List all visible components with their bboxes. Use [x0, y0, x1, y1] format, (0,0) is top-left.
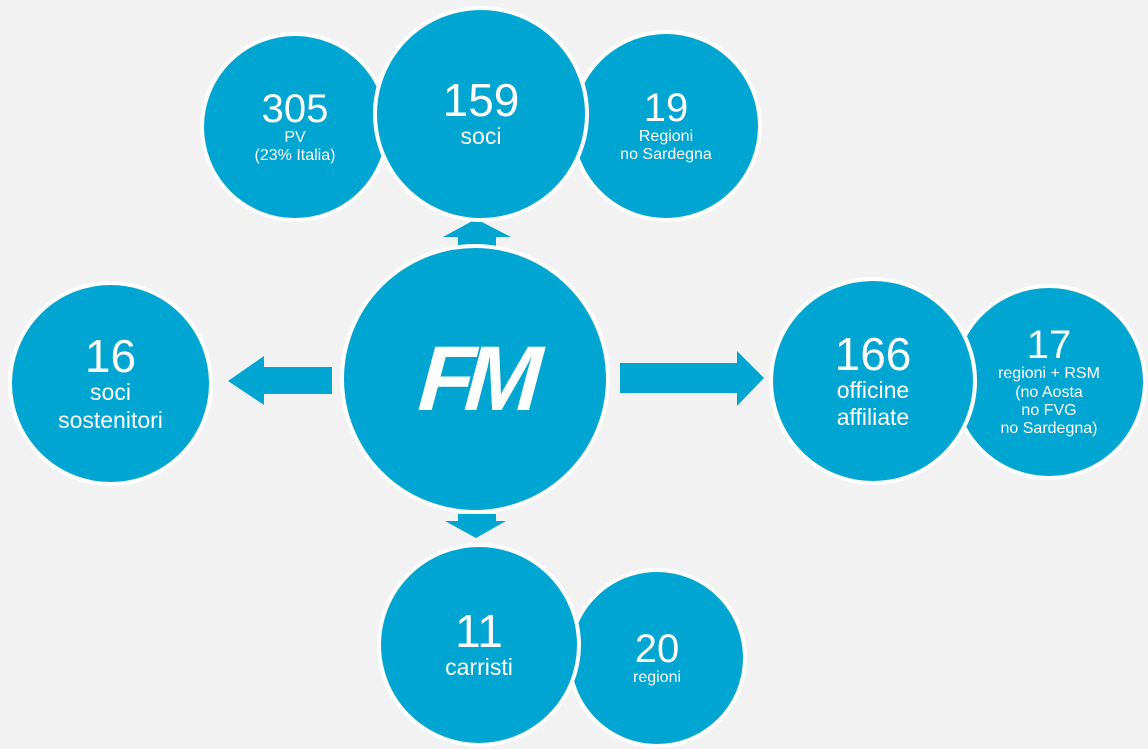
regioni-right-number: 17	[1026, 323, 1072, 368]
pv-number: 305	[261, 86, 329, 131]
arrow-down	[445, 514, 506, 538]
regioni-bottom-label: regioni	[632, 668, 682, 686]
sostenitori-number: 16	[84, 330, 137, 383]
circle-logo: FM	[340, 244, 610, 514]
arrow-left	[228, 356, 332, 405]
pv-italia-share: (23% Italia)	[254, 147, 336, 164]
arrow-up	[443, 219, 511, 246]
sostenitori-line1: soci	[90, 379, 131, 406]
soci-number: 159	[442, 74, 520, 127]
regioni-bottom-number: 20	[634, 626, 680, 671]
fm-logo: FM	[415, 328, 535, 430]
pv-label: PV	[284, 128, 306, 146]
officine-line2: affiliate	[836, 404, 910, 430]
circle-carristi: 11 carristi	[377, 543, 581, 747]
sostenitori-line2: sostenitori	[58, 406, 163, 433]
circle-officine: 166 officine affiliate	[769, 277, 977, 485]
regioni-right-line4: no Sardegna)	[1000, 420, 1098, 438]
arrow-right	[620, 351, 764, 406]
circle-soci-sostenitori: 16 soci sostenitori	[8, 281, 213, 486]
soci-label: soci	[460, 123, 502, 150]
carristi-number: 11	[455, 605, 503, 658]
regioni-top-number: 19	[643, 85, 689, 130]
regioni-right-line3: no FVG	[1021, 402, 1077, 419]
regioni-right-line2: (no Aosta	[1015, 383, 1083, 401]
regioni-top-label: Regioni	[638, 127, 694, 145]
officine-line1: officine	[836, 376, 910, 403]
circle-pv: 305 PV (23% Italia)	[200, 32, 390, 222]
circle-soci: 159 soci	[373, 6, 589, 222]
officine-number: 166	[834, 327, 912, 380]
regioni-right-line1: regioni + RSM	[998, 365, 1100, 383]
circle-regioni-top: 19 Regioni no Sardegna	[570, 30, 762, 222]
circle-regioni-right: 17 regioni + RSM (no Aosta no FVG no Sar…	[951, 284, 1147, 480]
regioni-top-note: no Sardegna	[620, 146, 712, 163]
circle-regioni-bottom: 20 regioni	[567, 568, 747, 748]
carristi-label: carristi	[445, 654, 513, 681]
